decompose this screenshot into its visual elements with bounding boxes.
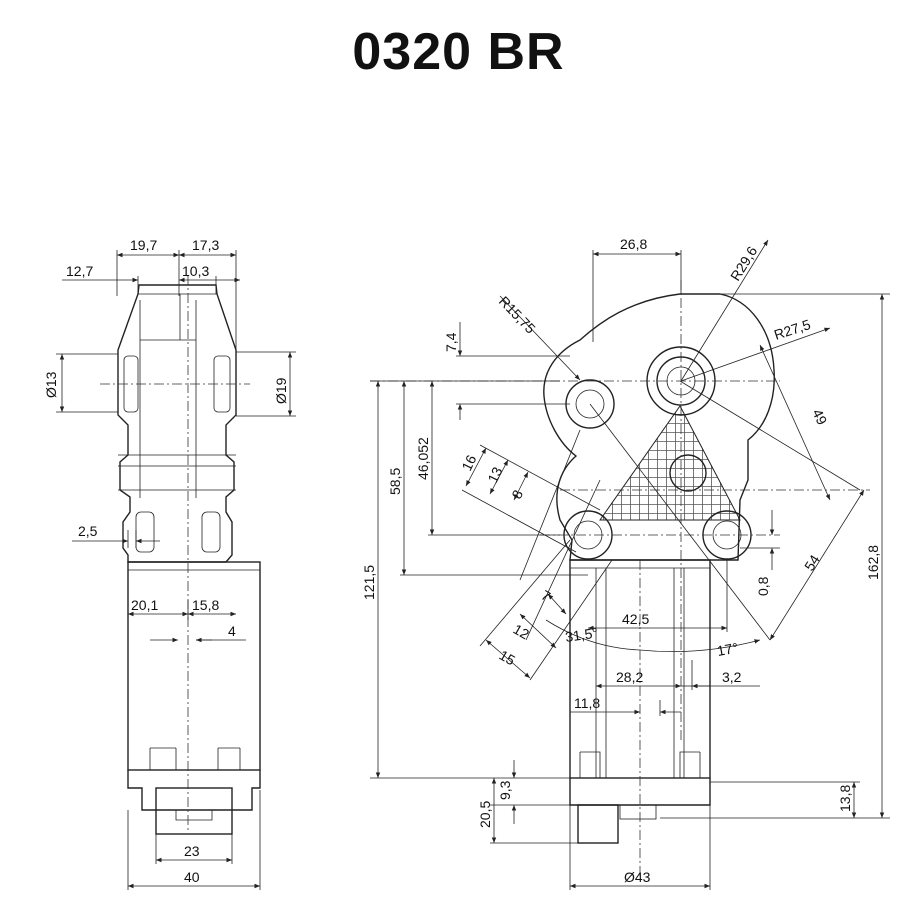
side-connector (155, 787, 233, 835)
side-gearbox-outline (117, 284, 237, 563)
dim-12-7: 12,7 (66, 263, 93, 279)
side-motor-body (127, 561, 261, 771)
dim-20-1: 20,1 (131, 597, 158, 613)
dim-17-3: 17,3 (192, 237, 219, 253)
dim-4: 4 (228, 623, 236, 639)
dim-12: 12 (511, 621, 533, 643)
front-boss-middle (669, 454, 707, 492)
dim-0-8: 0,8 (755, 576, 771, 596)
dim-19-7: 19,7 (130, 237, 157, 253)
side-clip-right (201, 511, 221, 553)
dim-28-2: 28,2 (616, 669, 643, 685)
dim-16: 16 (458, 452, 479, 473)
dim-2-5: 2,5 (78, 523, 98, 539)
dim-9-3: 9,3 (497, 780, 513, 800)
dim-r29-6: R29,6 (727, 243, 760, 283)
dim-15-8: 15,8 (192, 597, 219, 613)
dim-7-4: 7,4 (443, 332, 459, 352)
dim-11-8: 11,8 (574, 695, 600, 711)
dim-d43: Ø43 (624, 869, 651, 885)
dim-58-5: 58,5 (387, 468, 403, 495)
dim-d19: Ø19 (273, 377, 289, 404)
dim-46-052: 46,052 (415, 437, 431, 480)
dim-20-5: 20,5 (477, 801, 493, 828)
front-view: 26,8 R29,6 R15,75 R27,5 7,4 49 121,5 58,… (361, 236, 890, 890)
side-motor-endcap (127, 770, 261, 811)
front-rib-grid (599, 405, 741, 521)
dim-13-8: 13,8 (837, 785, 853, 812)
dim-r27-5: R27,5 (772, 316, 813, 343)
dim-10-3: 10,3 (182, 263, 209, 279)
dim-54: 54 (801, 552, 823, 574)
side-clip-left (135, 511, 155, 553)
dim-42-5: 42,5 (622, 611, 649, 627)
front-connector (577, 804, 619, 844)
dim-40: 40 (184, 869, 200, 885)
drawing-title: 0320 BR (352, 23, 565, 81)
dim-17-deg: 17° (716, 640, 740, 659)
dim-23: 23 (184, 843, 200, 859)
dim-15: 15 (497, 647, 519, 669)
dim-13: 13 (484, 464, 505, 485)
front-gearbox-outline (543, 293, 775, 561)
dim-8: 8 (508, 487, 526, 501)
dim-162-8: 162,8 (865, 545, 881, 580)
dim-121-5: 121,5 (361, 565, 377, 600)
dim-r15-75: R15,75 (496, 293, 539, 337)
dim-3-2: 3,2 (722, 669, 742, 685)
side-view: 19,7 17,3 12,7 10,3 Ø13 Ø19 2,5 20,1 15,… (43, 237, 296, 890)
dim-7: 7 (539, 587, 554, 605)
dim-26-8: 26,8 (620, 236, 647, 252)
dim-49: 49 (809, 406, 830, 427)
dim-d13: Ø13 (43, 371, 59, 398)
side-shaft-housing (138, 293, 217, 498)
